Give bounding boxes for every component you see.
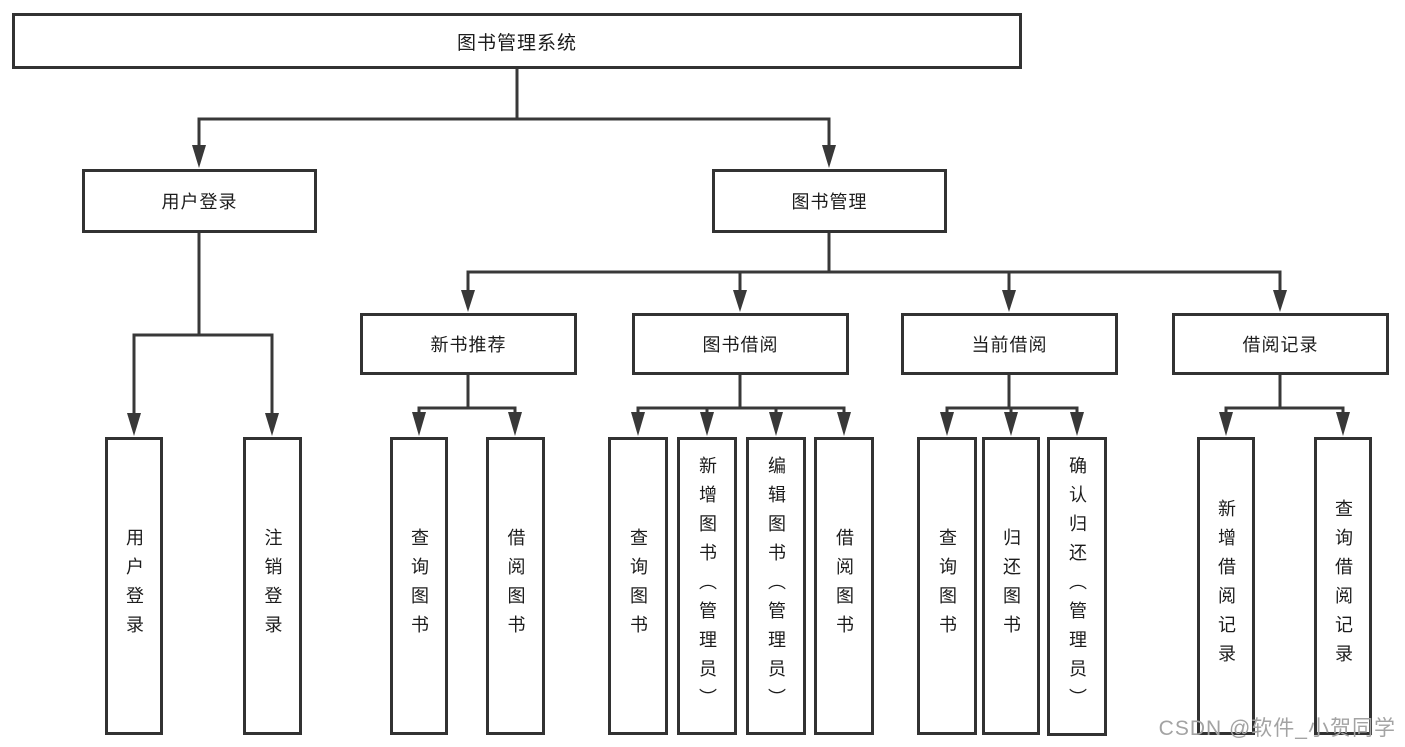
node-query-books-under-borrow: 查询图书 bbox=[608, 437, 668, 735]
connector-current-borrow-arrowheads bbox=[940, 412, 1084, 436]
connector-user-login-arrowheads bbox=[127, 413, 279, 436]
watermark-text: CSDN @软件_小贺同学 bbox=[1158, 717, 1396, 740]
node-borrow-records: 借阅记录 bbox=[1172, 313, 1389, 375]
connector-book-borrow-arrowheads bbox=[631, 412, 851, 436]
node-query-books-under-current: 查询图书 bbox=[917, 437, 977, 735]
node-book-management: 图书管理 bbox=[712, 169, 947, 233]
node-query-borrow-record: 查询借阅记录 bbox=[1314, 437, 1372, 735]
connector-current-borrow bbox=[945, 374, 1079, 414]
node-new-book-recommend: 新书推荐 bbox=[360, 313, 577, 375]
node-book-borrow: 图书借阅 bbox=[632, 313, 849, 375]
connector-user-login bbox=[132, 233, 274, 414]
node-library-management-system: 图书管理系统 bbox=[12, 13, 1022, 69]
node-current-borrow: 当前借阅 bbox=[901, 313, 1118, 375]
node-confirm-return-admin: 确认归还（管理员） bbox=[1047, 437, 1107, 736]
connector-root bbox=[197, 68, 831, 146]
connector-borrow-records-arrowheads bbox=[1219, 412, 1350, 436]
node-borrow-books-under-borrow: 借阅图书 bbox=[814, 437, 874, 735]
connector-new-book-recommend bbox=[417, 374, 517, 414]
connector-root-arrowheads bbox=[192, 145, 836, 168]
connector-book-management-arrowheads bbox=[461, 290, 1287, 312]
connector-book-management bbox=[466, 233, 1282, 291]
connector-book-borrow bbox=[636, 374, 846, 414]
node-user-login-leaf: 用户登录 bbox=[105, 437, 163, 735]
connector-new-book-recommend-arrowheads bbox=[412, 412, 522, 436]
node-logout-leaf: 注销登录 bbox=[243, 437, 302, 735]
connector-borrow-records bbox=[1224, 374, 1345, 414]
node-borrow-books-under-recommend: 借阅图书 bbox=[486, 437, 545, 735]
node-return-books: 归还图书 bbox=[982, 437, 1040, 735]
node-edit-book-admin: 编辑图书（管理员） bbox=[746, 437, 806, 735]
node-add-borrow-record: 新增借阅记录 bbox=[1197, 437, 1255, 735]
node-user-login: 用户登录 bbox=[82, 169, 317, 233]
node-add-book-admin: 新增图书（管理员） bbox=[677, 437, 737, 735]
node-query-books-under-recommend: 查询图书 bbox=[390, 437, 448, 735]
